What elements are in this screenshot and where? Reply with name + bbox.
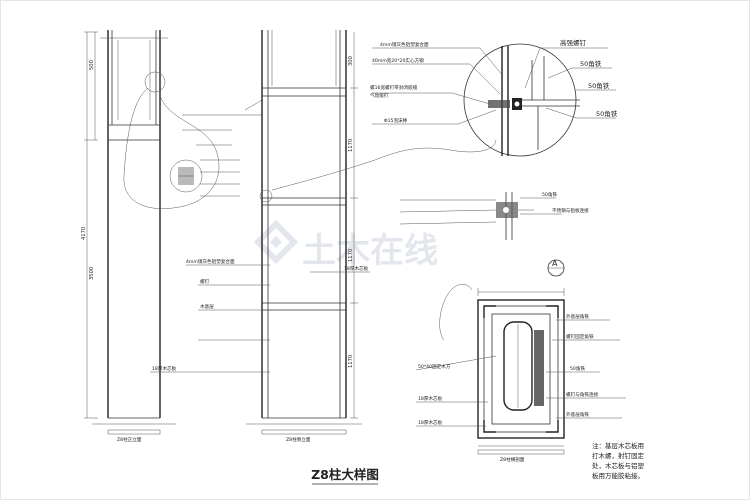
detail-a-label-r3: 50角铁 <box>588 81 610 90</box>
section-marker-label: A <box>552 259 558 268</box>
front-elevation: 500 4170 3500 Z8柱正立面 <box>81 30 176 443</box>
section-note-line: 板用万能胶粘接。 <box>592 471 644 480</box>
detail-a-label-l2: 40mm宽20*20实心方钢 <box>372 57 424 64</box>
mid-label-a: 18厚木芯板 <box>344 265 369 272</box>
side-elevation: 300 1170 1170 1170 Z8柱侧立面 <box>246 30 362 443</box>
left-label-a: 4mm镜灰色铝塑复合面 <box>186 258 235 265</box>
detail-a <box>463 43 580 157</box>
section-left-label-b: 18厚木芯板 <box>418 395 443 402</box>
dim-side-3: 1170 <box>348 355 354 368</box>
detail-b-label-a: 50角铁 <box>542 191 557 198</box>
detail-a-label-r4: 50角铁 <box>596 109 618 118</box>
detail-cloud-2 <box>271 139 497 191</box>
dim-lower-label: 3500 <box>89 267 95 280</box>
detail-a-label-r1: 高强螺钉 <box>560 38 587 47</box>
dim-side-top: 300 <box>348 56 354 66</box>
detail-a-label-l4: 气动嵌钉 <box>370 92 389 99</box>
left-label-d: 18厚木芯板 <box>152 365 177 372</box>
watermark-logo-icon <box>253 219 299 265</box>
watermark-text: 土木在线 <box>302 231 438 271</box>
section-right-label-b: 螺钉固定角铁 <box>566 333 594 340</box>
section-caption: Z8柱横剖面 <box>500 456 525 463</box>
section-left-label-a: 50*40固定木方 <box>418 363 451 370</box>
detail-a-label-l1: 4mm镜灰色铝塑复合面 <box>380 41 429 48</box>
section-a-plan: Z8柱横剖面 <box>477 288 565 463</box>
detail-a-label-l3: 螺16宽螺钉带封闭嵌缝 <box>370 84 418 91</box>
left-label-c: 木基层 <box>200 303 214 310</box>
detail-a-label-r2: 50角铁 <box>580 59 602 68</box>
section-right-label-d: 螺钉与角铁连接 <box>566 391 599 398</box>
dim-top-label: 500 <box>89 60 95 70</box>
section-right-label-e: 外基层角铁 <box>566 411 589 418</box>
drawing-title: Z8柱大样图 <box>311 467 379 482</box>
section-a-marker: A <box>439 259 565 341</box>
section-left-label-c: 18厚木芯板 <box>418 419 443 426</box>
section-right-label-a: 外基层角铁 <box>566 313 589 320</box>
side-elevation-leaders <box>150 264 370 373</box>
dim-overall-label: 4170 <box>81 227 87 240</box>
section-right-label-c: 50角铁 <box>570 365 585 372</box>
section-note: 注：基层木芯板用打木螺，射钉固定处，木芯板与铝塑板用万能胶粘接。 <box>592 441 645 480</box>
section-note-line: 注：基层木芯板用 <box>592 441 644 450</box>
section-left-leaders <box>415 355 497 427</box>
section-note-line: 打木螺，射钉固定 <box>592 451 645 460</box>
dim-side-1: 1170 <box>348 139 354 152</box>
dim-side-2: 1170 <box>348 249 354 262</box>
watermark: 土木在线 <box>253 219 438 271</box>
mini-detail-leaders <box>182 99 263 197</box>
section-note-line: 处，木芯板与铝塑 <box>592 461 645 470</box>
detail-b <box>399 192 562 240</box>
front-elevation-caption: Z8柱正立面 <box>117 436 142 443</box>
detail-b-label-b: 不锈钢与铝板连接 <box>552 207 589 214</box>
detail-cloud-1 <box>123 87 220 209</box>
side-elevation-caption: Z8柱侧立面 <box>286 436 311 443</box>
section-right-leaders <box>546 319 626 419</box>
detail-a-leaders <box>372 47 616 125</box>
left-label-b: 螺钉 <box>200 278 210 285</box>
detail-a-label-l5: Φ15泡沫棒 <box>384 117 408 124</box>
